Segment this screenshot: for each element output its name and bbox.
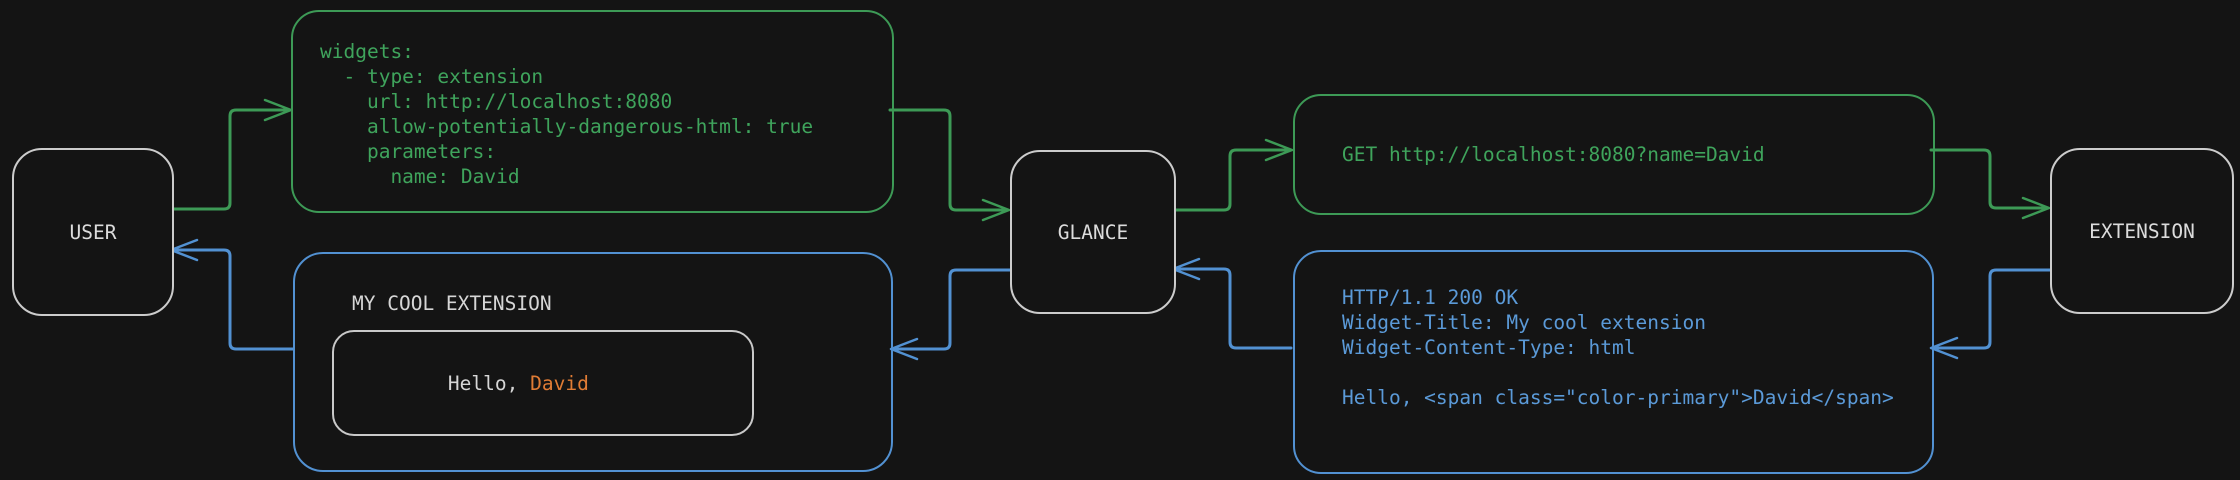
greeting-prefix: Hello, — [447, 371, 531, 395]
config-yaml-box: widgets: - type: extension url: http://l… — [291, 10, 894, 213]
node-user: USER — [12, 148, 174, 316]
config-line: - type: extension — [320, 65, 544, 88]
config-line: url: http://localhost:8080 — [320, 90, 673, 113]
arrow-request-to-extension — [1929, 148, 2049, 210]
response-line: HTTP/1.1 200 OK — [1342, 286, 1519, 309]
config-line: parameters: — [320, 140, 497, 163]
arrowhead-request-to-extension — [2021, 196, 2051, 220]
arrow-user-to-config — [168, 108, 291, 211]
http-request-box: GET http://localhost:8080?name=David — [1293, 94, 1935, 215]
arrowhead-config-to-glance — [981, 198, 1011, 222]
arrow-extension-to-response — [1931, 268, 2052, 350]
arrowhead-glance-to-request — [1264, 138, 1294, 162]
rendered-widget-box: MY COOL EXTENSION Hello, David — [293, 252, 893, 472]
arrow-glance-to-request — [1170, 148, 1292, 212]
response-line: Widget-Content-Type: html — [1342, 336, 1636, 359]
config-line: widgets: — [320, 40, 414, 63]
arrow-response-to-glance — [1173, 267, 1293, 350]
node-user-label: USER — [69, 220, 117, 244]
request-line: GET http://localhost:8080?name=David — [1342, 143, 1765, 166]
config-yaml-code: widgets: - type: extension url: http://l… — [320, 39, 813, 189]
arrowhead-extension-to-response — [1929, 336, 1959, 360]
arrow-widget-to-user — [171, 248, 295, 351]
greeting-name: David — [530, 371, 589, 395]
http-response-code: HTTP/1.1 200 OK Widget-Title: My cool ex… — [1342, 285, 1894, 410]
response-line — [1342, 360, 1894, 385]
arrow-glance-to-widget — [891, 268, 1012, 351]
config-line: allow-potentially-dangerous-html: true — [320, 115, 814, 138]
http-response-box: HTTP/1.1 200 OK Widget-Title: My cool ex… — [1293, 250, 1934, 474]
node-glance-label: GLANCE — [1057, 220, 1129, 244]
response-line: Hello, <span class="color-primary">David… — [1342, 386, 1894, 409]
widget-greeting-box: Hello, David — [332, 330, 754, 436]
node-extension: EXTENSION — [2050, 148, 2234, 314]
config-line: name: David — [320, 165, 520, 188]
node-glance: GLANCE — [1010, 150, 1176, 314]
response-line: Widget-Title: My cool extension — [1342, 311, 1706, 334]
node-extension-label: EXTENSION — [2089, 219, 2195, 243]
widget-title: MY COOL EXTENSION — [352, 292, 552, 315]
arrow-config-to-glance — [888, 108, 1009, 212]
http-request-code: GET http://localhost:8080?name=David — [1342, 142, 1765, 167]
widget-greeting: Hello, David — [334, 349, 589, 418]
